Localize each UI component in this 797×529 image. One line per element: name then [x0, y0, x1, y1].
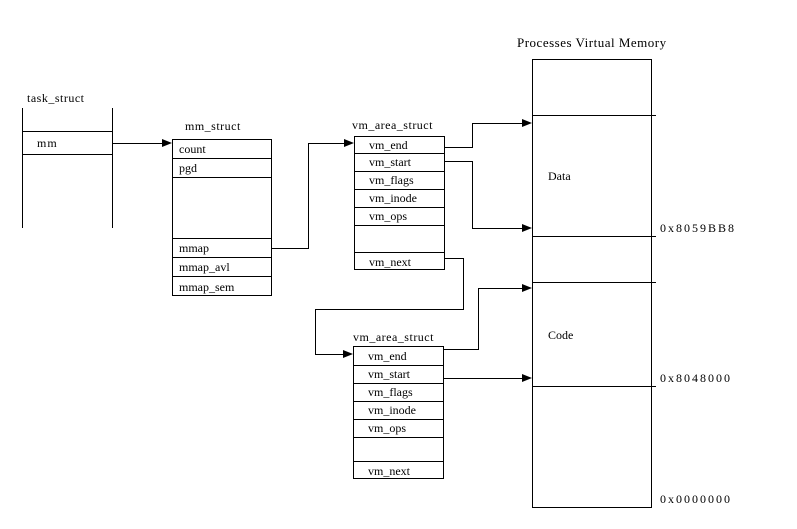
arrowhead-vmnext-to-vma2 [343, 350, 353, 358]
connector-vmnext-v2 [315, 309, 316, 355]
connector-vma1-vmstart-v [472, 161, 473, 229]
connector-vma2-vmend-h2 [478, 288, 523, 289]
connector-vma2-vmstart-h [444, 378, 523, 379]
vm-inode-label: vm_inode [368, 403, 416, 417]
arrowhead-mmap-to-vma1 [344, 139, 354, 147]
struct-row-vm-inode: vm_inode [354, 402, 443, 420]
mm-struct-title: mm_struct [185, 119, 241, 133]
struct-row-vm-start: vm_start [354, 366, 443, 384]
connector-vmnext-h1 [445, 258, 463, 259]
connector-vma1-vmend-h2 [472, 123, 523, 124]
struct-row-vm-end: vm_end [354, 347, 443, 366]
connector-vma1-vmend-v [472, 123, 473, 148]
connector-mmap-v [308, 143, 309, 249]
memory-divider-top [532, 115, 656, 116]
struct-row-vm-ops: vm_ops [354, 420, 443, 438]
struct-row-vm-start: vm_start [355, 154, 444, 172]
arrowhead-vma1-vmstart-to-memory [522, 224, 532, 232]
count-label: count [179, 141, 206, 156]
mm-field-label: mm [37, 135, 58, 150]
connector-mmap-h1 [271, 248, 309, 249]
mm-struct-box: count pgd mmap mmap_avl mmap_sem [172, 139, 272, 296]
task-struct-left-line [22, 108, 23, 228]
struct-row-empty [354, 438, 443, 462]
task-struct-right-line [112, 108, 113, 228]
pgd-label: pgd [179, 160, 197, 175]
struct-row-vm-ops: vm_ops [355, 208, 444, 226]
struct-row-vm-end: vm_end [355, 137, 444, 154]
struct-row-count: count [173, 140, 271, 159]
struct-row-pgd: pgd [173, 159, 271, 178]
task-struct-row-bottom-line [22, 154, 113, 155]
vm-ops-label: vm_ops [368, 421, 407, 435]
memory-region-data: Data [548, 116, 571, 237]
mmap-label: mmap [179, 240, 209, 255]
task-struct-title: task_struct [27, 91, 85, 105]
vm-ops-label: vm_ops [369, 209, 408, 223]
struct-row-empty [355, 226, 444, 253]
connector-mmap-h2 [308, 143, 345, 144]
struct-row-vm-inode: vm_inode [355, 190, 444, 208]
mmap-sem-label: mmap_sem [179, 279, 235, 294]
connector-vmnext-v1 [463, 258, 464, 310]
struct-row-mmap-avl: mmap_avl [173, 258, 271, 277]
vm-area-struct2-box: vm_end vm_start vm_flags vm_inode vm_ops… [353, 346, 444, 479]
connector-vma1-vmstart-h2 [472, 228, 523, 229]
connector-vma2-vmend-v [478, 288, 479, 350]
struct-row-mmap-sem: mmap_sem [173, 277, 271, 297]
memory-title: Processes Virtual Memory [517, 35, 667, 50]
mmap-avl-label: mmap_avl [179, 259, 230, 274]
vm-inode-label: vm_inode [369, 191, 417, 205]
address-label-data-start: 0x8059BB8 [660, 221, 737, 235]
arrowhead-mm-to-mmstruct [162, 139, 172, 147]
memory-box: Data Code [532, 59, 652, 508]
vm-start-label: vm_start [368, 367, 410, 381]
vm-area-struct1-box: vm_end vm_start vm_flags vm_inode vm_ops… [354, 136, 445, 270]
vm-next-label: vm_next [368, 463, 410, 478]
struct-row-vm-flags: vm_flags [355, 172, 444, 190]
arrowhead-vma2-vmstart-to-memory [522, 374, 532, 382]
struct-row-vm-next: vm_next [355, 253, 444, 271]
vm-flags-label: vm_flags [369, 173, 414, 187]
connector-vmnext-h3 [315, 354, 344, 355]
task-struct-field-mm: mm [37, 132, 58, 154]
arrowhead-vma2-vmend-to-memory [522, 284, 532, 292]
vm-area-struct2-title: vm_area_struct [353, 330, 434, 344]
vm-area-struct1-title: vm_area_struct [352, 118, 433, 132]
address-label-code-start: 0x8048000 [660, 371, 732, 385]
vm-start-label: vm_start [369, 155, 411, 169]
vm-flags-label: vm_flags [368, 385, 413, 399]
struct-row-empty [173, 178, 271, 239]
memory-divider-data-bottom [532, 236, 656, 237]
memory-region-code: Code [548, 283, 573, 387]
data-region-label: Data [548, 169, 571, 183]
arrowhead-vma1-vmend-to-memory [522, 119, 532, 127]
code-region-label: Code [548, 327, 574, 342]
struct-row-vm-next: vm_next [354, 462, 443, 480]
connector-vma1-vmend-h1 [445, 147, 472, 148]
memory-divider-code-top [532, 282, 656, 283]
memory-divider-code-bottom [532, 386, 656, 387]
task-struct-row-top-line [22, 131, 113, 132]
connector-vmnext-h2 [315, 309, 464, 310]
vm-next-label: vm_next [369, 254, 411, 269]
address-label-zero: 0x0000000 [660, 492, 732, 506]
struct-row-vm-flags: vm_flags [354, 384, 443, 402]
connector-vma2-vmend-h1 [444, 349, 478, 350]
connector-mm-to-mmstruct [113, 143, 163, 144]
vm-end-label: vm_end [369, 137, 408, 152]
struct-row-mmap: mmap [173, 239, 271, 258]
connector-vma1-vmstart-h1 [445, 161, 472, 162]
vm-end-label: vm_end [368, 348, 407, 363]
